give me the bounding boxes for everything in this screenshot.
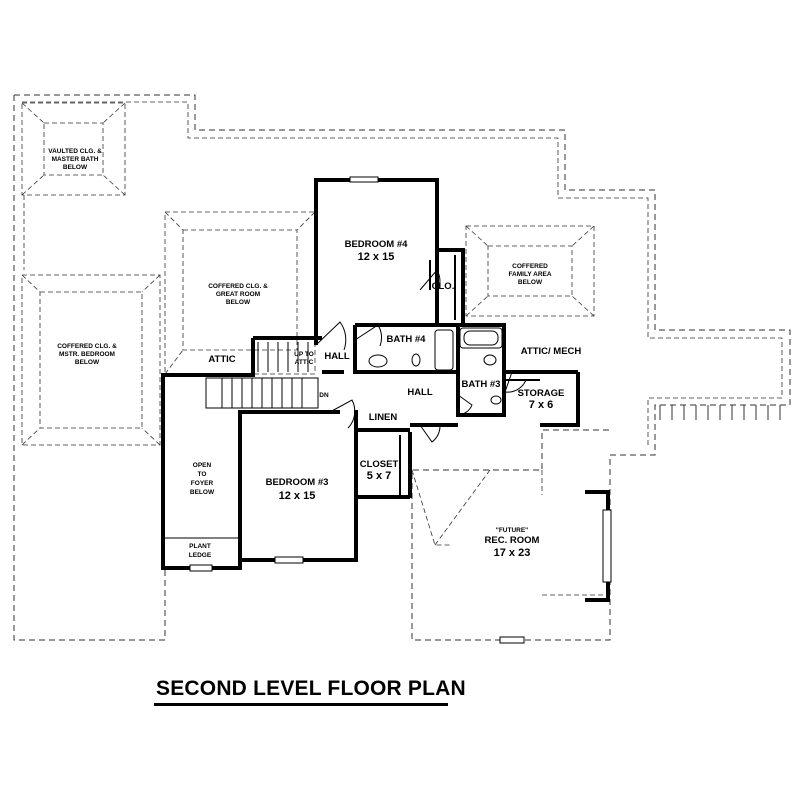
label-plant-ledge: PLANT LEDGE xyxy=(189,543,212,559)
note-coffered-family: COFFERED FAMILY AREA BELOW xyxy=(508,263,551,286)
title-underline xyxy=(154,703,448,706)
interior-thin-walls xyxy=(399,255,540,495)
svg-text:ATTIC: ATTIC xyxy=(295,359,314,366)
svg-text:MASTER BATH: MASTER BATH xyxy=(52,156,99,163)
svg-text:"FUTURE": "FUTURE" xyxy=(496,527,529,534)
eave-ticks xyxy=(659,405,781,420)
svg-text:GREAT ROOM: GREAT ROOM xyxy=(216,291,260,298)
svg-text:BELOW: BELOW xyxy=(226,299,251,306)
svg-text:5 x 7: 5 x 7 xyxy=(367,470,391,482)
door-swings xyxy=(315,269,527,443)
rec-room-roof-lines xyxy=(411,469,610,596)
svg-text:FAMILY AREA: FAMILY AREA xyxy=(508,271,551,278)
bath-fixtures xyxy=(368,327,503,405)
label-attic: ATTIC xyxy=(208,354,235,365)
svg-text:7 x 6: 7 x 6 xyxy=(529,399,553,411)
svg-text:COFFERED: COFFERED xyxy=(512,263,548,270)
svg-text:VAULTED CLG. &: VAULTED CLG. & xyxy=(48,148,102,155)
label-dn: DN xyxy=(319,392,329,399)
label-rec-room: "FUTURE" REC. ROOM 17 x 23 xyxy=(485,527,540,559)
coffered-family-area xyxy=(465,225,595,317)
svg-text:BELOW: BELOW xyxy=(75,359,100,366)
svg-text:CLOSET: CLOSET xyxy=(360,459,399,470)
svg-text:12 x 15: 12 x 15 xyxy=(358,251,395,263)
coffered-master-area xyxy=(21,274,161,446)
roof-outline xyxy=(13,94,791,641)
svg-text:BEDROOM #3: BEDROOM #3 xyxy=(266,477,329,488)
svg-text:MSTR. BEDROOM: MSTR. BEDROOM xyxy=(59,351,115,358)
label-up-to-attic: UP TO ATTIC xyxy=(294,351,314,366)
label-bath-4: BATH #4 xyxy=(387,334,427,345)
note-vaulted: VAULTED CLG. & MASTER BATH BELOW xyxy=(48,148,102,171)
label-bedroom-3: BEDROOM #3 12 x 15 xyxy=(266,477,329,502)
rec-room-walls xyxy=(504,370,610,602)
svg-text:PLANT: PLANT xyxy=(189,543,211,550)
label-bath-3: BATH #3 xyxy=(462,379,501,390)
label-open-to-foyer: OPEN TO FOYER BELOW xyxy=(190,462,215,496)
bath3-walls xyxy=(456,323,506,417)
label-attic-mech: ATTIC/ MECH xyxy=(521,346,582,357)
svg-text:COFFERED CLG. &: COFFERED CLG. & xyxy=(57,343,117,350)
svg-text:BELOW: BELOW xyxy=(518,279,543,286)
windows xyxy=(189,176,612,644)
label-hall-upper: HALL xyxy=(324,351,350,362)
label-linen: LINEN xyxy=(369,412,398,423)
plan-title: SECOND LEVEL FLOOR PLAN xyxy=(156,677,466,700)
svg-text:STORAGE: STORAGE xyxy=(518,388,565,399)
stairs xyxy=(205,342,319,409)
bath4-walls xyxy=(353,248,465,374)
svg-text:BEDROOM #4: BEDROOM #4 xyxy=(345,239,409,250)
label-bedroom-4: BEDROOM #4 12 x 15 xyxy=(345,239,409,263)
roof-outline-inner xyxy=(22,101,783,448)
svg-text:BELOW: BELOW xyxy=(63,164,88,171)
label-storage: STORAGE 7 x 6 xyxy=(518,388,565,411)
hall-walls xyxy=(354,410,458,499)
svg-text:12 x 15: 12 x 15 xyxy=(279,490,316,502)
svg-text:OPEN: OPEN xyxy=(193,462,212,469)
label-clo: CLO. xyxy=(432,281,455,292)
label-closet: CLOSET 5 x 7 xyxy=(360,459,399,482)
svg-text:UP TO: UP TO xyxy=(294,351,314,358)
svg-text:LEDGE: LEDGE xyxy=(189,552,212,559)
svg-text:17 x 23: 17 x 23 xyxy=(494,547,531,559)
note-coffered-master: COFFERED CLG. & MSTR. BEDROOM BELOW xyxy=(57,343,117,366)
note-coffered-great-room: COFFERED CLG. & GREAT ROOM BELOW xyxy=(208,283,268,306)
svg-text:COFFERED CLG. &: COFFERED CLG. & xyxy=(208,283,268,290)
label-hall-main: HALL xyxy=(407,387,433,398)
svg-text:TO: TO xyxy=(198,471,207,478)
stair-walls xyxy=(161,336,344,570)
svg-text:REC. ROOM: REC. ROOM xyxy=(485,535,540,546)
vaulted-ceiling-area xyxy=(21,102,126,270)
svg-text:FOYER: FOYER xyxy=(191,480,214,487)
svg-text:BELOW: BELOW xyxy=(190,489,215,496)
